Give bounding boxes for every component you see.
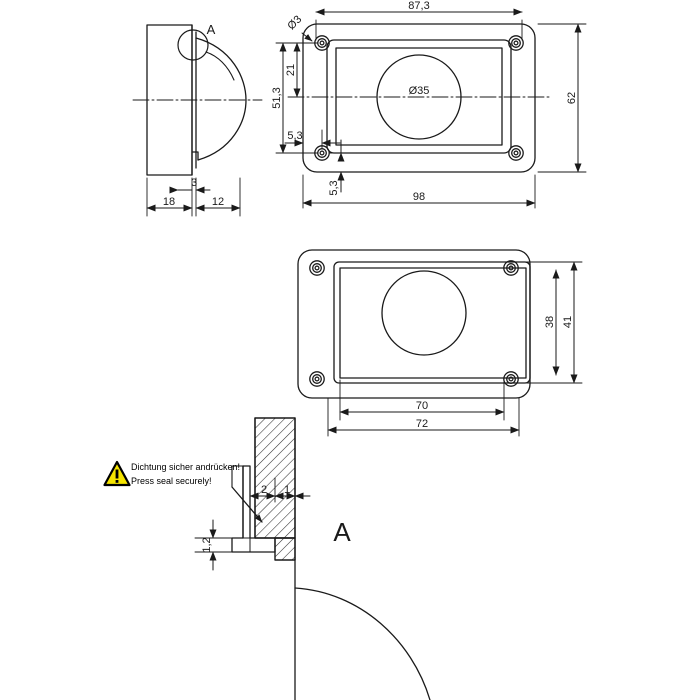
warning-leader-arrow (231, 486, 263, 523)
detail-a-callout-circle (177, 29, 209, 61)
dim-label-41: 41 (562, 316, 574, 328)
top-window-opening (335, 47, 503, 146)
dim-label-38: 38 (544, 316, 556, 328)
top-hole-br (508, 145, 524, 161)
dim-label-dia3: Ø3 (285, 13, 304, 32)
bot-hole-br (503, 371, 519, 387)
front-view-top-group (275, 8, 587, 209)
dim-label-dia35: Ø35 (409, 85, 430, 97)
top-hole-tr (508, 35, 524, 51)
dim-label-72: 72 (416, 418, 428, 430)
top-inner-frame (326, 39, 512, 154)
dim-label-53-v: 5,3 (328, 180, 340, 195)
bot-inner-frame (333, 261, 531, 384)
detail-view-letter-a: A (333, 517, 351, 547)
bot-window-opening (339, 267, 527, 379)
dim-label-18: 18 (163, 196, 175, 208)
dim-label-12: 12 (212, 196, 224, 208)
dim-label-513: 51,3 (271, 87, 283, 108)
bot-center-bore (381, 270, 467, 356)
top-outer-plate (302, 23, 536, 173)
dim-label-70: 70 (416, 400, 428, 412)
dim-label-2: 2 (261, 484, 267, 496)
side-view-group (132, 24, 263, 217)
dim-label-3: 3 (191, 177, 197, 189)
detail-callout-letter-a: A (207, 22, 216, 37)
side-view-dome-profile (195, 37, 247, 161)
detail-a-group (194, 417, 431, 700)
warning-text-german: Dichtung sicher andrücken! (131, 462, 241, 472)
warning-triangle-icon (103, 460, 131, 487)
dim-label-1: 1 (284, 484, 290, 496)
dim-label-12-detail: 1,2 (201, 537, 213, 552)
detail-wall-lower (274, 537, 296, 561)
detail-large-arc (294, 587, 431, 700)
bot-hole-bl (309, 371, 325, 387)
dim-label-53-h: 5,3 (287, 130, 302, 142)
bot-hole-tl (309, 260, 325, 276)
dim-label-98: 98 (413, 191, 425, 203)
dia3-leader-line (301, 32, 313, 42)
front-view-bottom-group (297, 249, 583, 437)
dim-label-21: 21 (285, 64, 297, 76)
side-view-dome-step (192, 151, 199, 161)
warning-text-english: Press seal securely! (131, 476, 212, 486)
detail-a-leader (205, 51, 235, 81)
dim-label-873: 87,3 (408, 0, 429, 12)
dim-label-62: 62 (566, 92, 578, 104)
